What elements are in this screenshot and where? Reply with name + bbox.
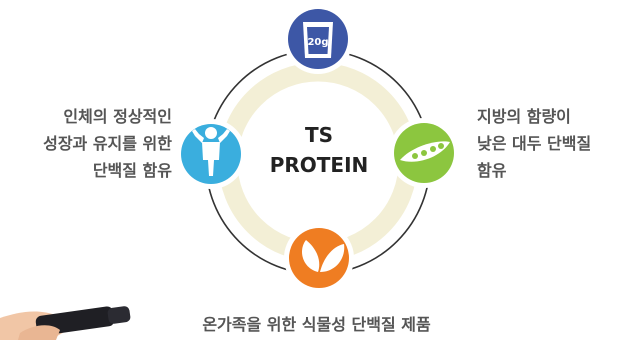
node-right <box>389 118 459 188</box>
left-label-line2: 성장과 유지를 위한 <box>43 134 172 153</box>
right-label-line2: 낮은 대두 단백질 <box>477 134 592 153</box>
right-node-label: 지방의 함량이 낮은 대두 단백질 함유 <box>477 103 591 184</box>
left-label-line1: 인체의 정상적인 <box>63 107 172 126</box>
bottom-node-label: 온가족을 위한 식물성 단백질 제품 <box>0 311 633 338</box>
measuring-cup-icon: 20g <box>303 22 333 58</box>
right-label-line1: 지방의 함량이 <box>477 107 571 126</box>
node-top: 20g <box>283 4 353 74</box>
peapod-icon <box>400 141 450 162</box>
left-node-label: 인체의 정상적인 성장과 유지를 위한 단백질 함유 <box>43 103 172 184</box>
badge-20g: 20g <box>307 37 328 48</box>
product-image <box>0 306 131 340</box>
right-label-line3: 함유 <box>477 161 507 180</box>
node-bottom <box>284 223 354 293</box>
node-left <box>176 119 246 189</box>
center-title-line1: TS <box>304 123 334 147</box>
leaves-icon <box>302 240 345 272</box>
left-label-line3: 단백질 함유 <box>92 161 172 180</box>
center-title-line2: PROTEIN <box>269 153 369 177</box>
bottom-label-text: 온가족을 위한 식물성 단백질 제품 <box>202 315 431 334</box>
center-title: TS PROTEIN <box>262 120 376 180</box>
person-icon <box>192 127 230 176</box>
